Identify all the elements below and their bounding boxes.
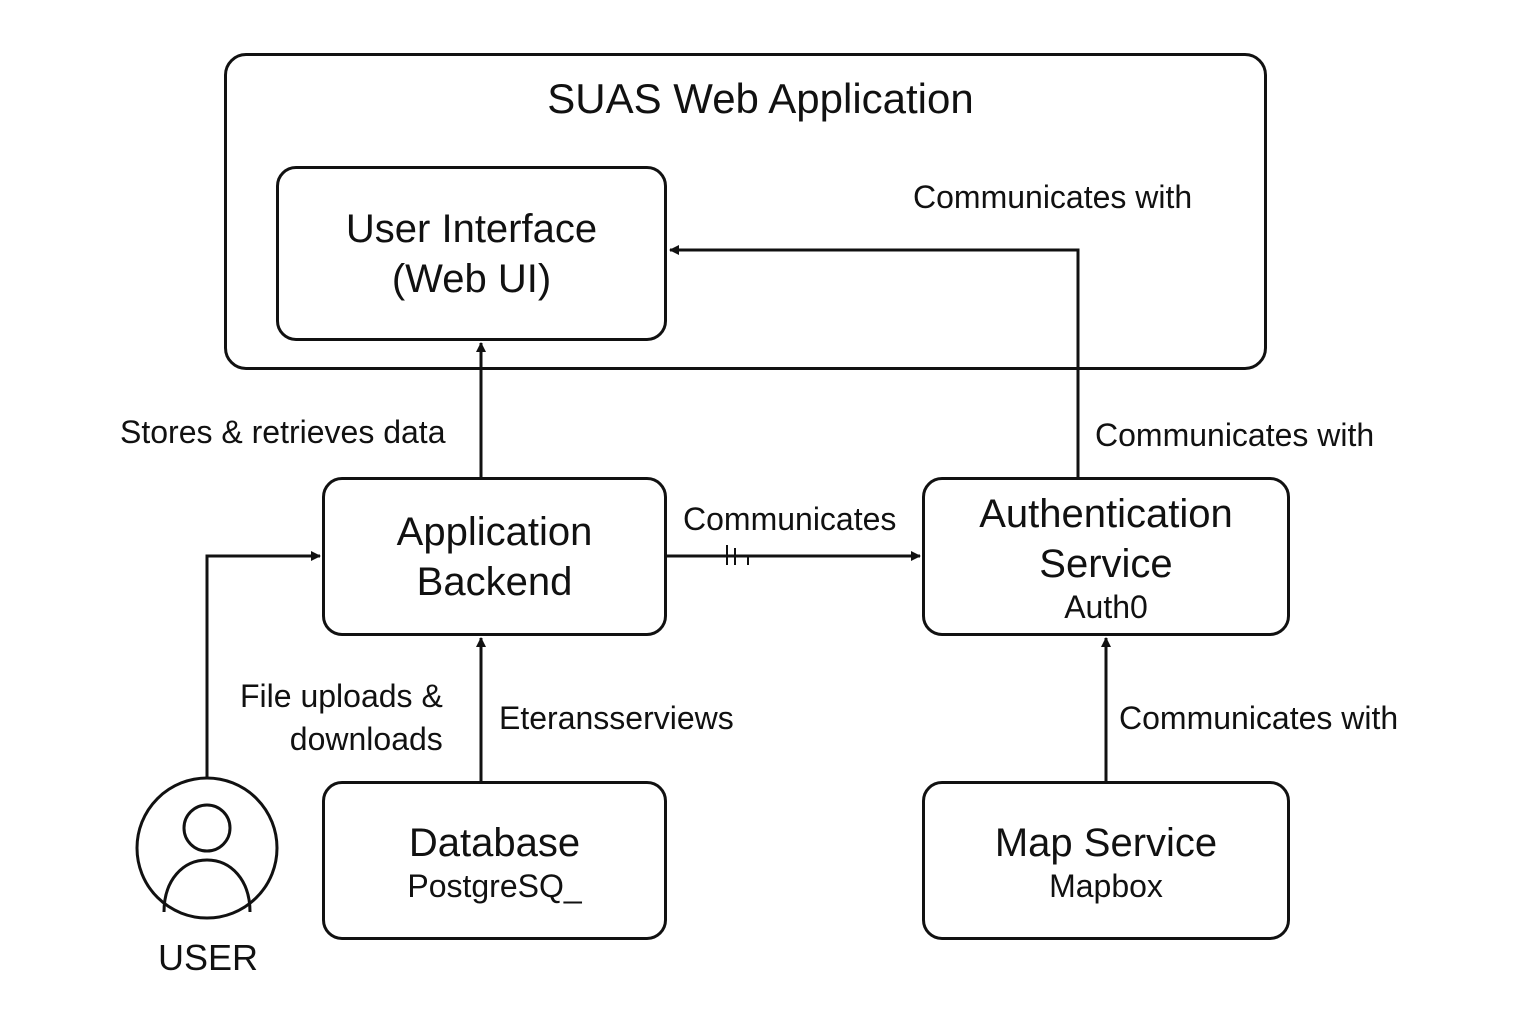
user-label: USER bbox=[157, 937, 259, 978]
container-title: SUAS Web Application bbox=[547, 75, 974, 122]
map-service-node: Map Service Mapbox bbox=[922, 781, 1290, 940]
edge-label-backend-to-ui: Stores & retrieves data bbox=[120, 414, 446, 450]
edge-tick-mark bbox=[726, 545, 750, 565]
user-interface-node: User Interface (Web UI) bbox=[276, 166, 667, 341]
edge-label-backend-to-auth: Communicates bbox=[683, 501, 897, 537]
user-interface-title: User Interface (Web UI) bbox=[345, 206, 598, 301]
authentication-service-subtitle: Auth0 bbox=[1064, 588, 1148, 625]
user-icon bbox=[135, 776, 279, 920]
edge-label-db-to-backend: Eteransserviews bbox=[499, 700, 734, 736]
application-backend-title: Application Backend bbox=[396, 509, 593, 604]
edge-label-auth-container: Communicates with bbox=[1095, 417, 1375, 453]
edge-label-map-to-auth: Communicates with bbox=[1119, 700, 1399, 736]
web-application-container bbox=[224, 53, 1267, 370]
application-backend-node: Application Backend bbox=[322, 477, 667, 636]
edge-label-user-to-backend: File uploads & downloads bbox=[240, 678, 443, 757]
database-node: Database PostgreSQ_ bbox=[322, 781, 667, 940]
edge-auth-to-ui bbox=[669, 245, 1080, 477]
authentication-service-title: Authentication Service bbox=[979, 491, 1233, 586]
map-service-title: Map Service bbox=[994, 820, 1218, 865]
database-subtitle: PostgreSQ_ bbox=[407, 867, 582, 904]
edge-user-to-backend bbox=[205, 551, 321, 777]
map-service-subtitle: Mapbox bbox=[1049, 867, 1163, 904]
authentication-service-node: Authentication Service Auth0 bbox=[922, 477, 1290, 636]
database-title: Database bbox=[408, 820, 581, 865]
edge-label-auth-to-ui: Communicates with bbox=[913, 179, 1193, 215]
